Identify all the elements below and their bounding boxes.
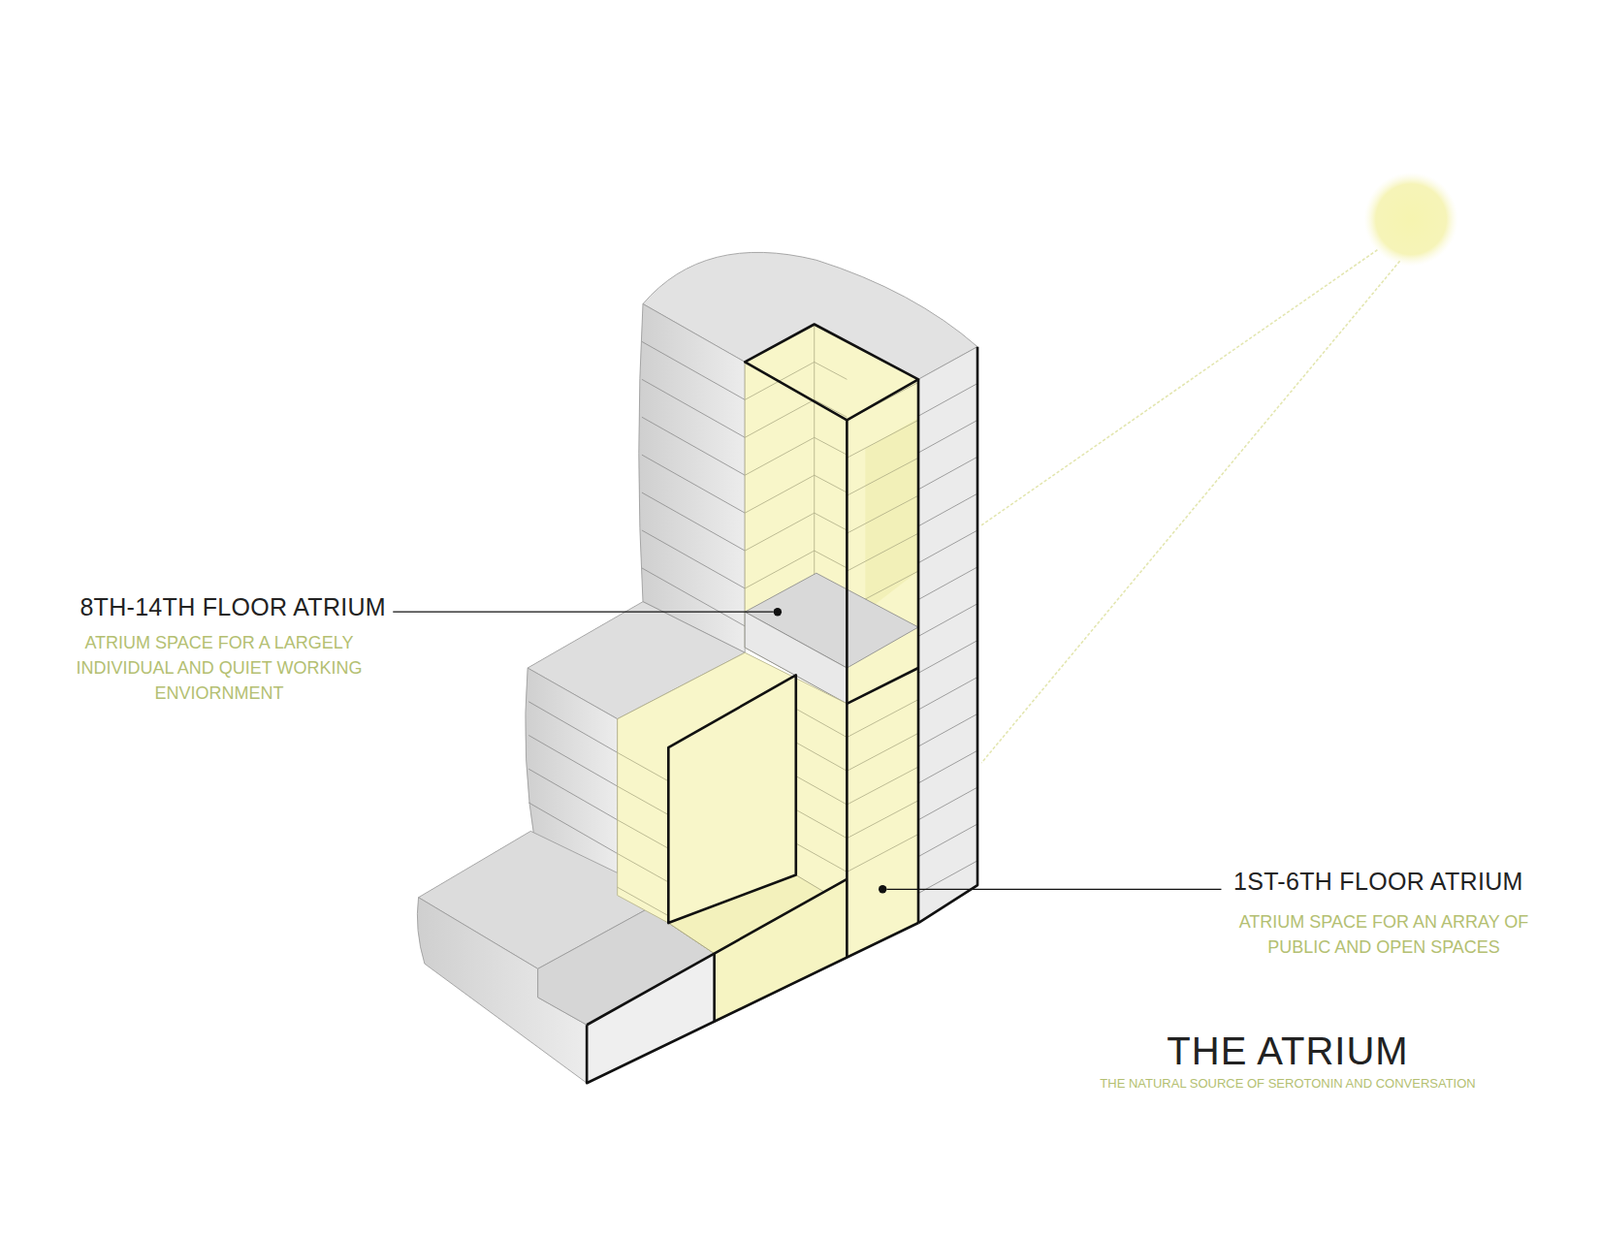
floor-lines <box>918 384 978 895</box>
floor-line <box>918 456 978 490</box>
floor-line <box>918 530 978 564</box>
floor-line <box>918 787 978 821</box>
caption: THE NATURAL SOURCE OF SEROTONIN AND CONV… <box>1064 1074 1511 1093</box>
floor-line <box>846 767 919 805</box>
title: THE ATRIUM <box>1166 1029 1408 1074</box>
floor-line <box>744 399 815 438</box>
floor-line <box>641 454 745 513</box>
floor-line <box>918 713 978 747</box>
floor-line <box>918 677 978 711</box>
floor-line <box>641 416 745 476</box>
floor-line <box>528 768 618 821</box>
light-shaft <box>864 417 919 612</box>
floor-line <box>918 640 978 674</box>
floor-line <box>641 492 745 551</box>
floor-line <box>814 512 848 531</box>
floor-line <box>918 861 978 895</box>
floor-line <box>814 361 848 380</box>
floor-line <box>796 708 848 737</box>
section-outline <box>586 324 978 1085</box>
floor-line <box>617 887 670 916</box>
floor-line <box>918 493 978 527</box>
floor-line <box>814 399 848 417</box>
floor-line <box>918 419 978 453</box>
floor-line <box>846 419 919 458</box>
floor-line <box>617 820 670 849</box>
floor-line <box>846 800 919 839</box>
upper-atrium <box>744 324 919 704</box>
lower-atrium <box>617 652 919 1023</box>
callout-heading: 8TH-14TH FLOOR ATRIUM <box>79 593 386 622</box>
floor-line <box>814 437 848 455</box>
base-front <box>586 954 714 1085</box>
floor-line <box>846 533 919 572</box>
floor-line <box>641 341 745 400</box>
floor-line <box>918 384 978 417</box>
floor-line <box>918 567 978 601</box>
floor-line <box>918 750 978 784</box>
floor-line <box>814 475 848 493</box>
callout-heading: 1ST-6TH FLOOR ATRIUM <box>1233 867 1524 896</box>
floor-line <box>846 834 919 873</box>
floor-line <box>796 843 848 872</box>
leader-line <box>392 608 1221 895</box>
floor-lines <box>617 700 919 917</box>
floor-line <box>528 735 618 787</box>
base-front-atrium <box>714 879 848 1023</box>
tower-right-face <box>918 347 978 924</box>
floor-line <box>846 457 919 496</box>
floor-line <box>744 437 815 476</box>
floor-line <box>744 512 815 551</box>
floor-line <box>918 824 978 858</box>
floor-line <box>641 530 745 589</box>
floor-line <box>528 702 618 754</box>
floor-line <box>796 742 848 771</box>
callout-description: ATRIUM SPACE FOR AN ARRAY OF PUBLIC AND … <box>1223 909 1544 960</box>
floor-line <box>744 475 815 513</box>
floor-line <box>796 809 848 838</box>
floor-line <box>796 776 848 805</box>
floor-line <box>846 700 919 738</box>
floor-line <box>641 379 745 438</box>
floor-line <box>846 495 919 534</box>
floor-line <box>617 854 670 883</box>
floor-lines <box>744 361 919 609</box>
floor-line <box>918 604 978 638</box>
floor-line <box>617 786 670 815</box>
floor-line <box>846 733 919 771</box>
floor-line <box>617 752 670 781</box>
callout-description: ATRIUM SPACE FOR A LARGELY INDIVIDUAL AN… <box>59 630 380 706</box>
sun <box>981 172 1458 764</box>
floor-lines <box>641 341 745 627</box>
tower-left-face <box>639 303 745 653</box>
floor-line <box>814 550 848 569</box>
